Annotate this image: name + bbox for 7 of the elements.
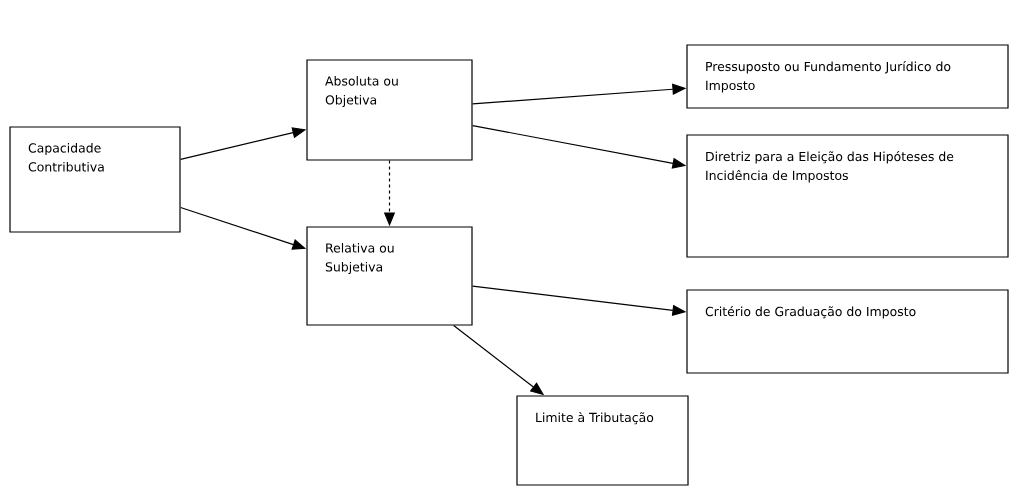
text-box: Absoluta ou Objetiva	[306, 59, 473, 161]
text-box: Critério de Graduação do Imposto	[686, 289, 1009, 374]
text-box: Relativa ou Subjetiva	[306, 226, 473, 326]
text-box: Pressuposto ou Fundamento Jurídico do Imposto	[686, 44, 1009, 109]
text-box: Capacidade Contributiva	[9, 126, 181, 233]
text-box: Diretriz para a Eleição das Hipóteses de Incidência de Impostos	[686, 134, 1009, 258]
text-box: Limite à Tributação	[516, 395, 689, 486]
